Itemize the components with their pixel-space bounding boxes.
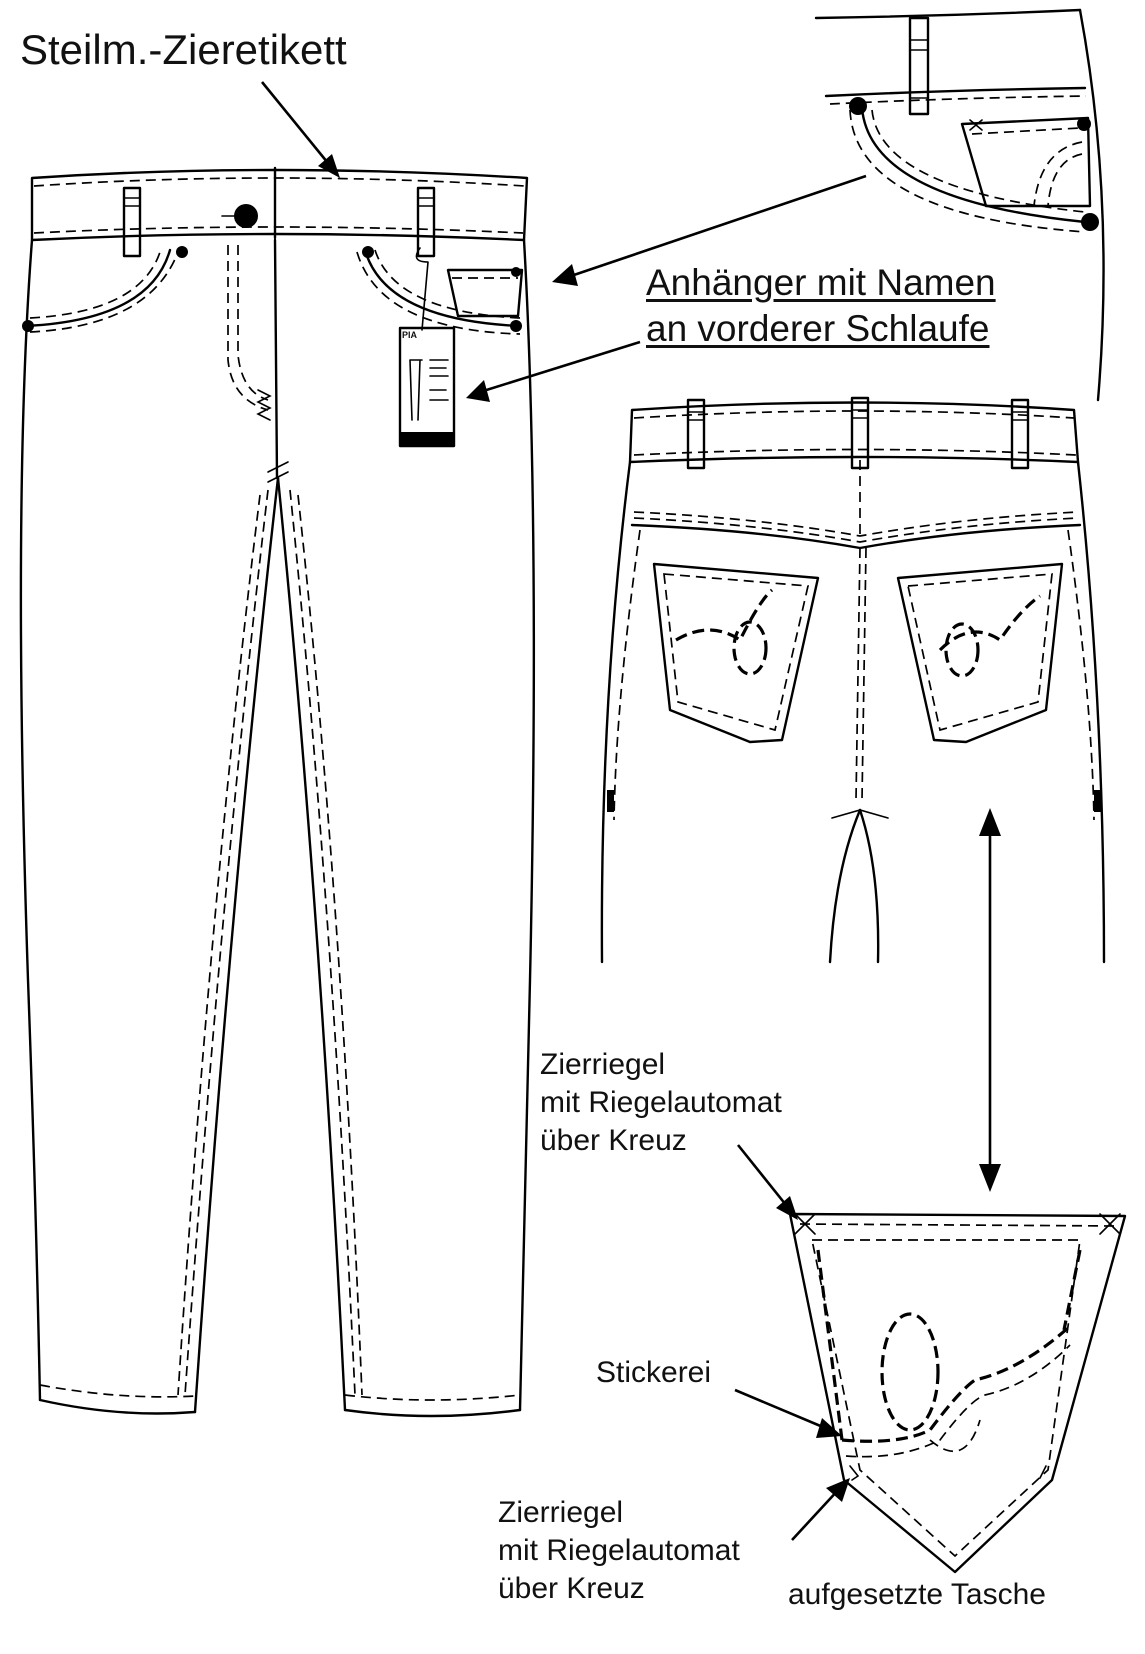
hang-tag-brand: PIA — [402, 330, 418, 340]
label-stickerei: Stickerei — [596, 1356, 712, 1389]
label-zierriegel-top-line2: mit Riegelautomat — [540, 1086, 782, 1119]
button — [234, 204, 258, 228]
label-zierriegel-bottom-line3: über Kreuz — [498, 1572, 645, 1605]
label-aufgesetzte-tasche: aufgesetzte Tasche — [788, 1578, 1046, 1611]
front-view — [19, 166, 536, 1418]
label-anhaenger-line1: Anhänger mit Namen — [646, 262, 996, 303]
pocket-detail-view — [814, 8, 1105, 402]
label-zierriegel-bottom-line1: Zierriegel — [498, 1496, 624, 1529]
callout-arrows — [260, 81, 1001, 1541]
label-zierriegel-top-line1: Zierriegel — [540, 1048, 666, 1081]
hang-tag — [398, 326, 456, 448]
label-zierriegel-bottom-line2: mit Riegelautomat — [498, 1534, 740, 1567]
back-view — [600, 396, 1106, 964]
label-zierriegel-top-line3: über Kreuz — [540, 1124, 687, 1157]
patch-pocket-detail — [788, 1212, 1127, 1574]
label-anhaenger-line2: an vorderer Schlaufe — [646, 308, 990, 349]
label-zieretikett: Steilm.-Zieretikett — [20, 26, 347, 73]
